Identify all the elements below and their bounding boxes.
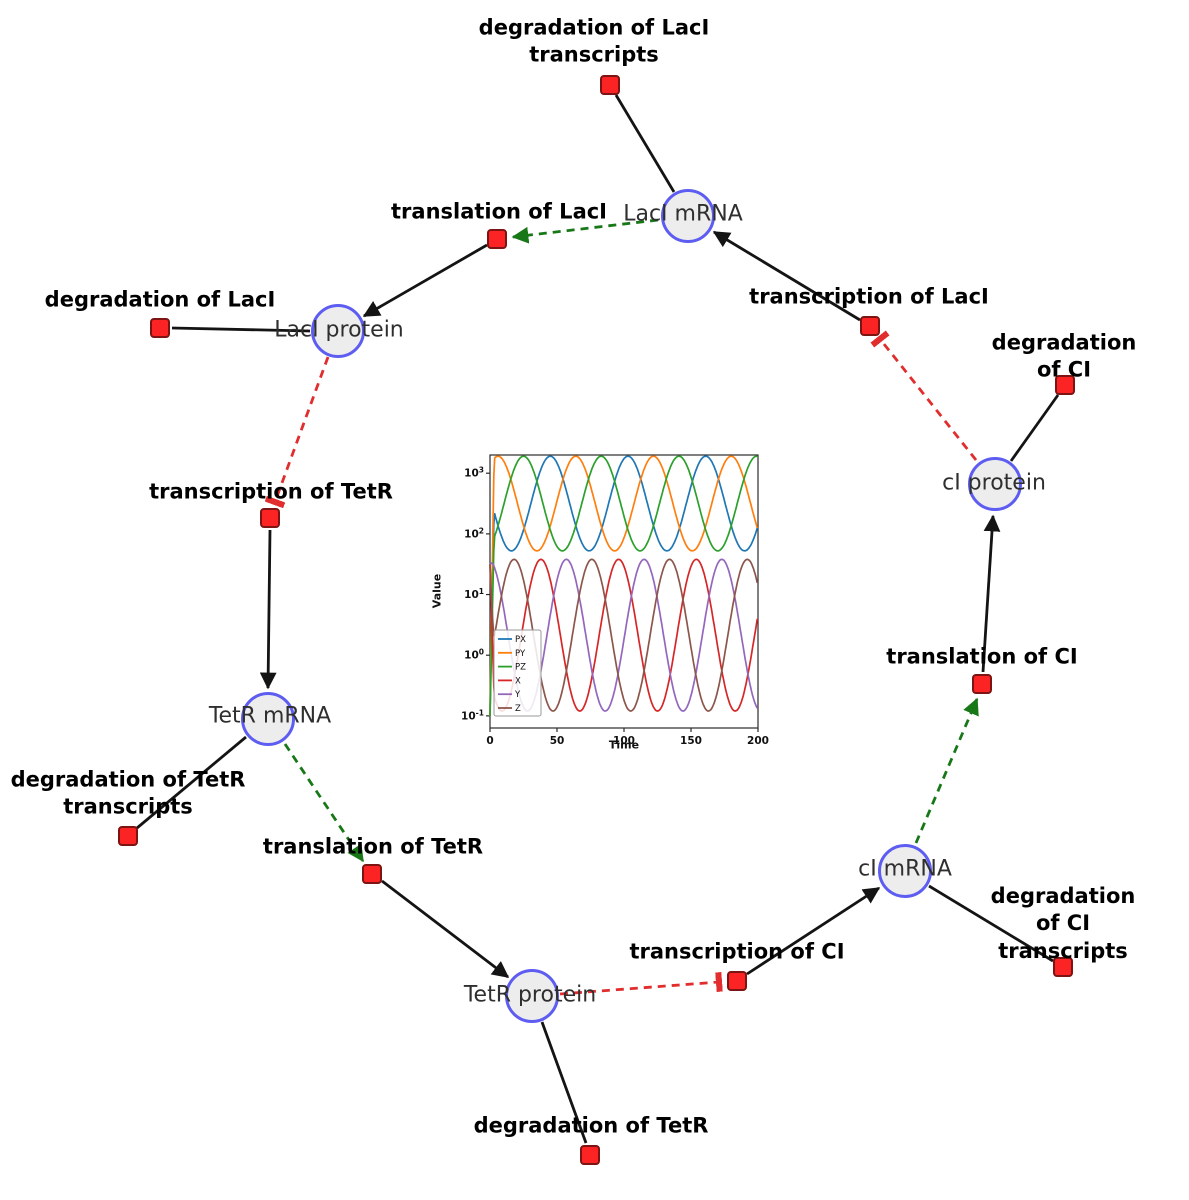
species-node-tetr-mrna[interactable] bbox=[241, 692, 295, 746]
edge-ci-protein-to-degradation bbox=[1009, 394, 1060, 462]
series-PY bbox=[489, 455, 759, 716]
legend-label-X: X bbox=[515, 676, 521, 686]
edge-laci-protein-inhibits-transcription-tetr bbox=[264, 356, 330, 509]
reaction-label-degradation-of-ci: degradation of CI bbox=[991, 330, 1137, 382]
legend-label-Y: Y bbox=[514, 690, 521, 700]
reaction-label-translation-of-tetr: translation of TetR bbox=[262, 834, 484, 859]
reaction-label-degradation-of-laci-transcripts: degradation of LacI transcripts bbox=[478, 15, 710, 67]
species-node-ci-protein[interactable] bbox=[968, 457, 1022, 511]
legend-label-Z: Z bbox=[515, 704, 521, 714]
plot-svg: 10-1 100 101 102 103 0 50 100 150 200 PX PY PZ XYZ bbox=[461, 454, 769, 747]
x-tick-label: 0 bbox=[486, 735, 493, 747]
reaction-node-transcription-of-tetr[interactable] bbox=[260, 508, 280, 528]
edge-laci-mrna-to-translation-laci bbox=[511, 218, 659, 244]
y-tick-label: 10-1 bbox=[461, 708, 484, 722]
x-tick-label: 100 bbox=[613, 735, 635, 747]
reaction-node-degradation-of-ci[interactable] bbox=[1055, 375, 1075, 395]
edge-translation-ci-to-ci-protein bbox=[981, 514, 1001, 673]
reaction-node-transcription-of-ci[interactable] bbox=[727, 971, 747, 991]
reaction-label-transcription-of-tetr: transcription of TetR bbox=[149, 479, 393, 504]
edge-laci-protein-to-degradation bbox=[171, 326, 311, 333]
legend-label-PZ: PZ bbox=[515, 663, 526, 673]
edge-tetr-mrna-to-translation-tetr bbox=[283, 743, 365, 863]
reaction-label-degradation-of-laci: degradation of LacI bbox=[44, 287, 276, 312]
edge-ci-mrna-to-degradation-transcripts bbox=[928, 884, 1054, 963]
y-axis-label: Value bbox=[430, 573, 444, 609]
reaction-node-degradation-of-tetr-transcripts[interactable] bbox=[118, 826, 138, 846]
reaction-label-translation-of-ci: translation of CI bbox=[886, 644, 1078, 669]
x-tick-label: 50 bbox=[550, 735, 565, 747]
reaction-label-degradation-of-ci-transcripts: degradation of CI transcripts bbox=[990, 884, 1136, 963]
species-label-tetr-mrna: TetR mRNA bbox=[208, 703, 332, 729]
species-label-ci-protein: cI protein bbox=[942, 470, 1046, 496]
y-tick-label: 103 bbox=[464, 466, 484, 480]
legend-label-PY: PY bbox=[515, 649, 526, 659]
series-X bbox=[489, 558, 759, 712]
edge-tetr-protein-to-degradation bbox=[540, 1021, 588, 1144]
edge-translation-laci-to-laci-protein bbox=[362, 243, 488, 318]
reaction-node-translation-of-laci[interactable] bbox=[487, 229, 507, 249]
edge-tetr-mrna-to-degradation-transcripts bbox=[136, 735, 247, 830]
edge-transcription-ci-to-ci-mrna bbox=[746, 886, 881, 976]
y-tick-label: 101 bbox=[464, 587, 484, 601]
reaction-node-degradation-of-laci-transcripts[interactable] bbox=[600, 75, 620, 95]
series-PZ bbox=[489, 455, 758, 716]
reaction-node-transcription-of-laci[interactable] bbox=[860, 316, 880, 336]
y-tick-label: 102 bbox=[464, 526, 484, 540]
species-node-laci-mrna[interactable] bbox=[661, 189, 715, 243]
reaction-label-degradation-of-tetr-transcripts: degradation of TetR transcripts bbox=[10, 767, 246, 819]
reaction-node-degradation-of-laci[interactable] bbox=[150, 318, 170, 338]
species-label-laci-protein: LacI protein bbox=[274, 317, 404, 343]
legend-label-PX: PX bbox=[515, 635, 526, 645]
species-node-tetr-protein[interactable] bbox=[505, 969, 559, 1023]
x-axis-label: Time bbox=[608, 738, 640, 752]
x-tick-label: 200 bbox=[747, 735, 769, 747]
reaction-label-degradation-of-tetr: degradation of TetR bbox=[473, 1113, 709, 1138]
edge-translation-tetr-to-tetr-protein bbox=[381, 879, 510, 979]
edge-transcription-laci-to-laci-mrna bbox=[712, 230, 861, 322]
reaction-node-translation-of-tetr[interactable] bbox=[362, 864, 382, 884]
edge-transcription-tetr-to-tetr-mrna bbox=[259, 529, 277, 690]
reaction-node-degradation-of-tetr[interactable] bbox=[580, 1145, 600, 1165]
x-tick-label: 150 bbox=[680, 735, 702, 747]
series-PX bbox=[489, 455, 759, 716]
y-tick-label: 100 bbox=[464, 648, 484, 662]
reaction-node-degradation-of-ci-transcripts[interactable] bbox=[1053, 957, 1073, 977]
species-node-laci-protein[interactable] bbox=[311, 304, 365, 358]
edge-ci-protein-inhibits-transcription-laci bbox=[870, 330, 978, 461]
species-label-laci-mrna: LacI mRNA bbox=[623, 201, 743, 227]
reaction-node-translation-of-ci[interactable] bbox=[972, 674, 992, 694]
edge-ci-mrna-to-translation-ci bbox=[914, 697, 979, 844]
edge-laci-mrna-to-degradation-transcripts bbox=[614, 94, 676, 193]
reaction-label-translation-of-laci: translation of LacI bbox=[391, 199, 607, 224]
reaction-label-transcription-of-laci: transcription of LacI bbox=[749, 284, 989, 309]
species-label-tetr-protein: TetR protein bbox=[463, 982, 597, 1008]
reaction-label-transcription-of-ci: transcription of CI bbox=[629, 939, 845, 964]
edge-tetr-protein-inhibits-transcription-ci bbox=[559, 971, 723, 996]
species-label-ci-mrna: cI mRNA bbox=[858, 856, 952, 882]
species-node-ci-mrna[interactable] bbox=[878, 844, 932, 898]
